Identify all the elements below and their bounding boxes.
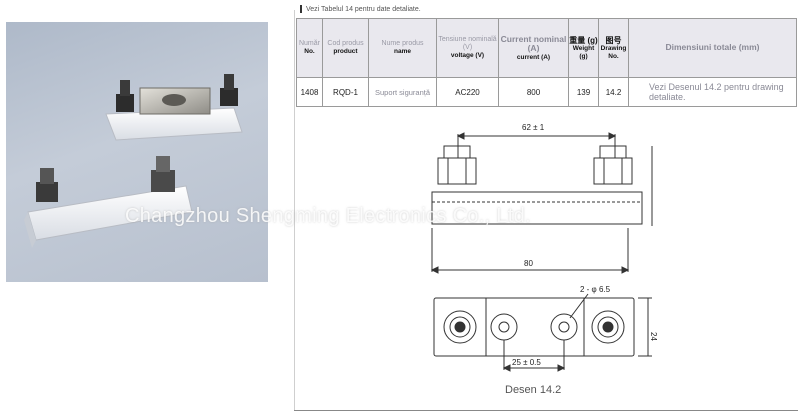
divider-vertical <box>294 10 295 410</box>
terminal-left-inner <box>449 316 471 338</box>
nut-right <box>593 157 633 185</box>
cell-drawing: 14.2 <box>598 77 629 107</box>
watermark: Changzhou Shengming Electronics Co., Ltd… <box>125 205 531 227</box>
header-no: Număr No. <box>296 18 323 78</box>
dim-label-height: 24 <box>649 332 658 341</box>
header-weight-bottom: Weight (g) <box>572 45 595 60</box>
header-name-top: Nume produs <box>381 40 424 48</box>
header-drawing-top: 图号 <box>605 35 622 45</box>
header-dimensions: Dimensiuni totale (mm) <box>628 18 797 78</box>
dim-label-hole: 2 - φ 6.5 <box>580 285 611 294</box>
terminal-right-core <box>602 321 614 333</box>
fuse-holder-illustration <box>24 74 243 248</box>
header-voltage-top: Tensiune nominală (V) <box>438 36 497 52</box>
stud-left-top <box>443 145 471 159</box>
header-weight-top: 重量 (g) <box>569 35 598 45</box>
mount-hole-right-inner <box>558 321 570 333</box>
cell-name: Suport siguranță <box>368 77 437 107</box>
top-view-outline <box>433 297 635 357</box>
divider-bottom <box>294 410 798 411</box>
spec-table: Număr No. Cod produs product Nume produs… <box>296 18 797 107</box>
cell-current: 800 <box>498 77 569 107</box>
header-name-bottom: name <box>394 48 411 56</box>
header-current-top: Current nominal (A) <box>500 33 567 54</box>
cell-weight: 139 <box>568 77 599 107</box>
cell-code: RQD-1 <box>322 77 369 107</box>
mount-hole-left-inner <box>498 321 510 333</box>
stud-right-top <box>599 145 627 159</box>
cell-no: 1408 <box>296 77 323 107</box>
header-code-top: Cod produs <box>327 40 364 48</box>
header-no-bottom: No. <box>304 48 315 56</box>
dim-label-top: 62 ± 1 <box>522 123 545 132</box>
header-current-bottom: current (A) <box>516 54 551 62</box>
base-body <box>431 191 643 225</box>
product-photo <box>6 22 268 282</box>
dim-label-spacing: 25 ± 0.5 <box>512 358 541 367</box>
header-weight: 重量 (g) Weight (g) <box>568 18 599 78</box>
header-drawing: 图号 Drawing No. <box>598 18 629 78</box>
header-name: Nume produs name <box>368 18 437 78</box>
mount-hole-right <box>550 313 578 341</box>
nut-left <box>437 157 477 185</box>
header-drawing-bottom: Drawing No. <box>600 45 627 60</box>
terminal-left-core <box>454 321 466 333</box>
table-note: Vezi Tabelul 14 pentru date detaliate. <box>300 5 421 13</box>
dim-arrows-spacing <box>502 364 566 372</box>
header-no-top: Număr <box>298 40 320 48</box>
header-code: Cod produs product <box>322 18 369 78</box>
note-marker <box>300 5 302 13</box>
terminal-right-outer <box>591 310 625 344</box>
header-voltage: Tensiune nominală (V) voltage (V) <box>436 18 499 78</box>
hole-leader-line <box>569 293 589 319</box>
dim-arrows-length <box>430 266 630 274</box>
cell-voltage: AC220 <box>436 77 499 107</box>
terminal-right-inner <box>597 316 619 338</box>
dim-label-length: 80 <box>524 259 533 268</box>
technical-drawing: 62 ± 1 80 2 - φ 6.5 24 25 ± 0.5 <box>430 123 658 372</box>
mount-hole-left <box>490 313 518 341</box>
dim-arrows-top <box>456 132 617 140</box>
header-code-bottom: product <box>333 48 358 56</box>
drawing-caption: Desen 14.2 <box>505 384 562 396</box>
header-voltage-bottom: voltage (V) <box>450 52 485 60</box>
header-dimensions-top: Dimensiuni totale (mm) <box>665 42 760 53</box>
table-header-row: Număr No. Cod produs product Nume produs… <box>296 18 797 78</box>
terminal-left-outer <box>443 310 477 344</box>
table-row: 1408 RQD-1 Suport siguranță AC220 800 13… <box>296 77 797 107</box>
note-text: Vezi Tabelul 14 pentru date detaliate. <box>306 5 421 13</box>
header-current: Current nominal (A) current (A) <box>498 18 569 78</box>
cell-dimensions: Vezi Desenul 14.2 pentru drawing detalia… <box>628 77 797 107</box>
